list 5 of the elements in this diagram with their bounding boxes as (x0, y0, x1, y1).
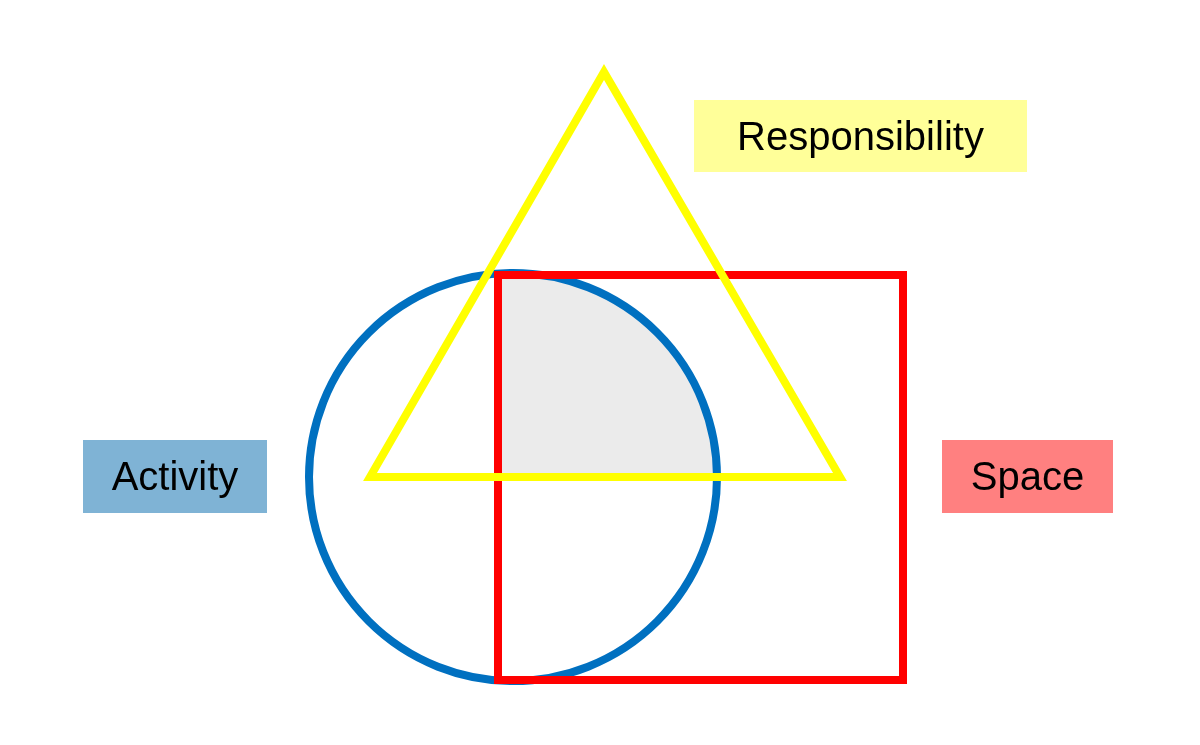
label-box: Activity (83, 440, 267, 513)
label-box: Space (942, 440, 1113, 513)
circle-outline (305, 269, 721, 685)
square-outline (494, 271, 907, 684)
label-box: Responsibility (694, 100, 1027, 172)
